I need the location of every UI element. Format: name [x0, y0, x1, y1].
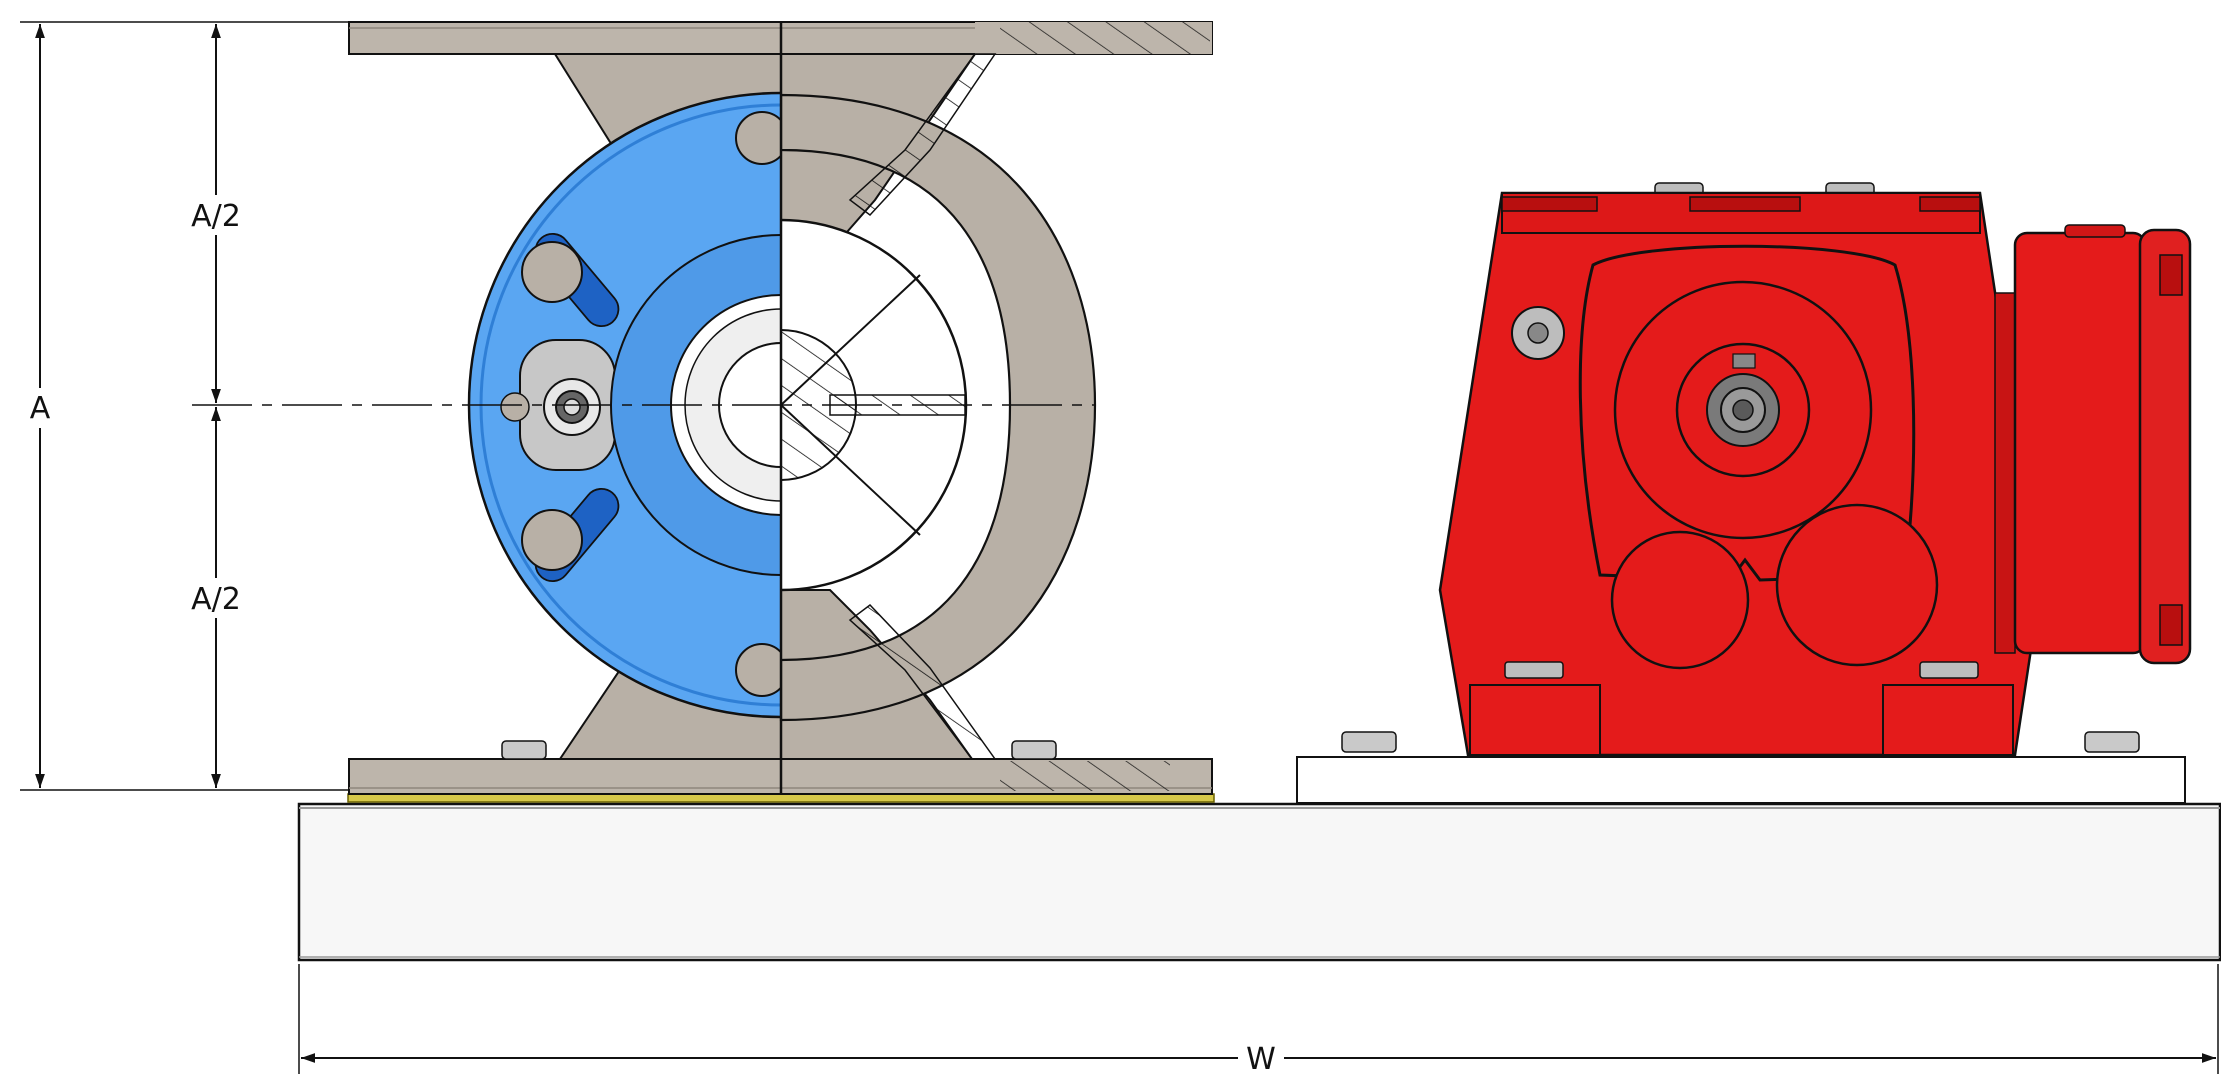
dimension-label-w: W — [1246, 1042, 1276, 1077]
dimension-label-lower-half: A/2 — [191, 582, 241, 617]
valve-mount-bolts — [501, 740, 1057, 760]
section-hatching — [848, 22, 1210, 791]
motor-mounting-plate — [1296, 756, 2186, 804]
dimension-labels: A A/2 A/2 W — [30, 199, 1276, 1077]
dimension-lines — [20, 21, 2219, 1074]
gear-motor — [1438, 182, 2192, 757]
motor-plate-bolts — [1341, 731, 2140, 753]
dimension-label-a: A — [30, 391, 51, 426]
dimension-label-upper-half: A/2 — [191, 199, 241, 234]
gasket-strip — [347, 793, 1215, 803]
base-frame — [297, 802, 2221, 962]
